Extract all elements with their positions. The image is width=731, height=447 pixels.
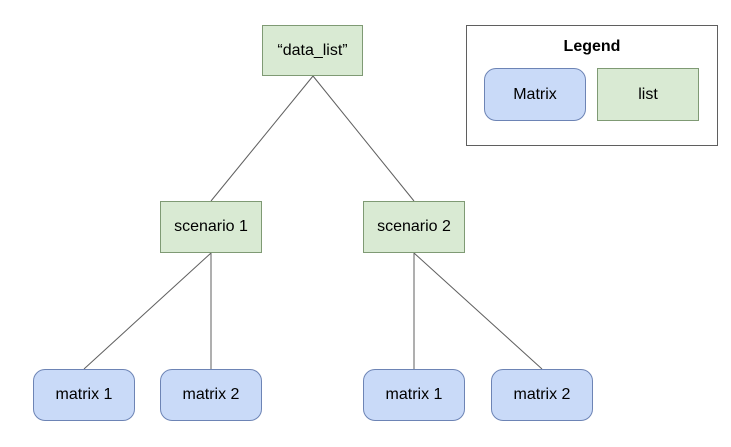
legend-list-label: list bbox=[638, 85, 658, 103]
scenario-1-node: scenario 1 bbox=[160, 201, 262, 253]
scenario-1-matrix-1-node: matrix 1 bbox=[33, 369, 135, 421]
scenario-2-matrix-1-node: matrix 1 bbox=[363, 369, 465, 421]
root-node-data-list: “data_list” bbox=[262, 25, 363, 76]
connector-scenario-2-matrix-2 bbox=[413, 252, 543, 370]
legend-matrix-swatch: Matrix bbox=[484, 68, 586, 121]
scenario-2-node: scenario 2 bbox=[363, 201, 465, 253]
root-node-label: “data_list” bbox=[277, 41, 348, 59]
legend-title: Legend bbox=[563, 38, 621, 55]
legend-box: Legend Matrix list bbox=[466, 25, 718, 146]
legend-matrix-label: Matrix bbox=[513, 85, 557, 103]
scenario-1-matrix-2-label: matrix 2 bbox=[182, 386, 240, 403]
connector-scenario-1-matrix-1 bbox=[83, 252, 212, 370]
scenario-2-matrix-2-label: matrix 2 bbox=[513, 386, 571, 403]
legend-list-swatch: list bbox=[597, 68, 699, 121]
connector-root-scenario-2 bbox=[312, 75, 415, 202]
connector-root-scenario-1 bbox=[210, 75, 314, 202]
scenario-2-matrix-2-node: matrix 2 bbox=[491, 369, 593, 421]
scenario-1-matrix-1-label: matrix 1 bbox=[55, 386, 113, 403]
scenario-2-matrix-1-label: matrix 1 bbox=[385, 386, 443, 403]
scenario-2-label: scenario 2 bbox=[377, 218, 451, 235]
scenario-1-matrix-2-node: matrix 2 bbox=[160, 369, 262, 421]
scenario-1-label: scenario 1 bbox=[174, 218, 248, 235]
